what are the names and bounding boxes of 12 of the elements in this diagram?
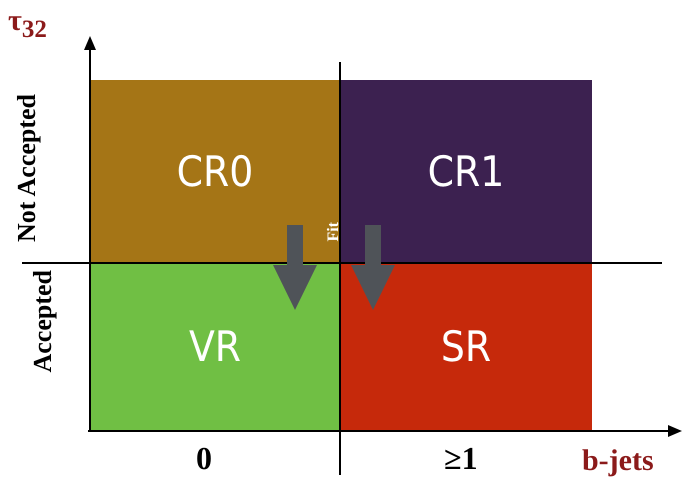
tick-label: 0 [196, 442, 212, 474]
axis-label: Accepted [30, 270, 56, 373]
axis-label: Not Accepted [14, 93, 40, 244]
axis-title: τ$_{32}$ [8, 6, 47, 42]
annotation-label: Fit [326, 222, 342, 242]
tick-label: ≥1 [444, 442, 478, 474]
control-region-box: CR1 [340, 80, 592, 263]
signal-region-box: SR [340, 263, 592, 430]
arrow [273, 225, 317, 310]
validation-region-box: VR [90, 263, 340, 430]
axis-title: b-jets [582, 446, 654, 476]
arrow [351, 225, 395, 310]
